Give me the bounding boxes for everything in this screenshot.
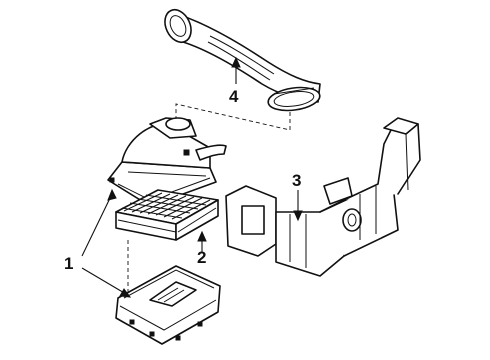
intake-duct	[225, 117, 421, 277]
arrowhead-1-housing	[119, 288, 132, 298]
filter-element	[115, 189, 219, 241]
callout-3: 3	[292, 171, 301, 190]
leader-lines	[81, 56, 303, 298]
arrowhead-2	[197, 230, 207, 242]
intake-hose	[164, 8, 321, 112]
leader-1-housing	[81, 267, 127, 295]
air-cleaner-housing	[115, 265, 221, 345]
alignment-line-hose	[175, 103, 291, 131]
arrowhead-1-cover	[107, 188, 117, 201]
callout-1: 1	[64, 254, 73, 273]
callout-4: 4	[229, 87, 239, 106]
air-cleaner-cover	[107, 117, 227, 207]
leader-1-cover	[81, 193, 113, 257]
callout-2: 2	[197, 248, 206, 267]
arrowhead-4	[231, 56, 241, 68]
arrowhead-3	[293, 210, 303, 222]
